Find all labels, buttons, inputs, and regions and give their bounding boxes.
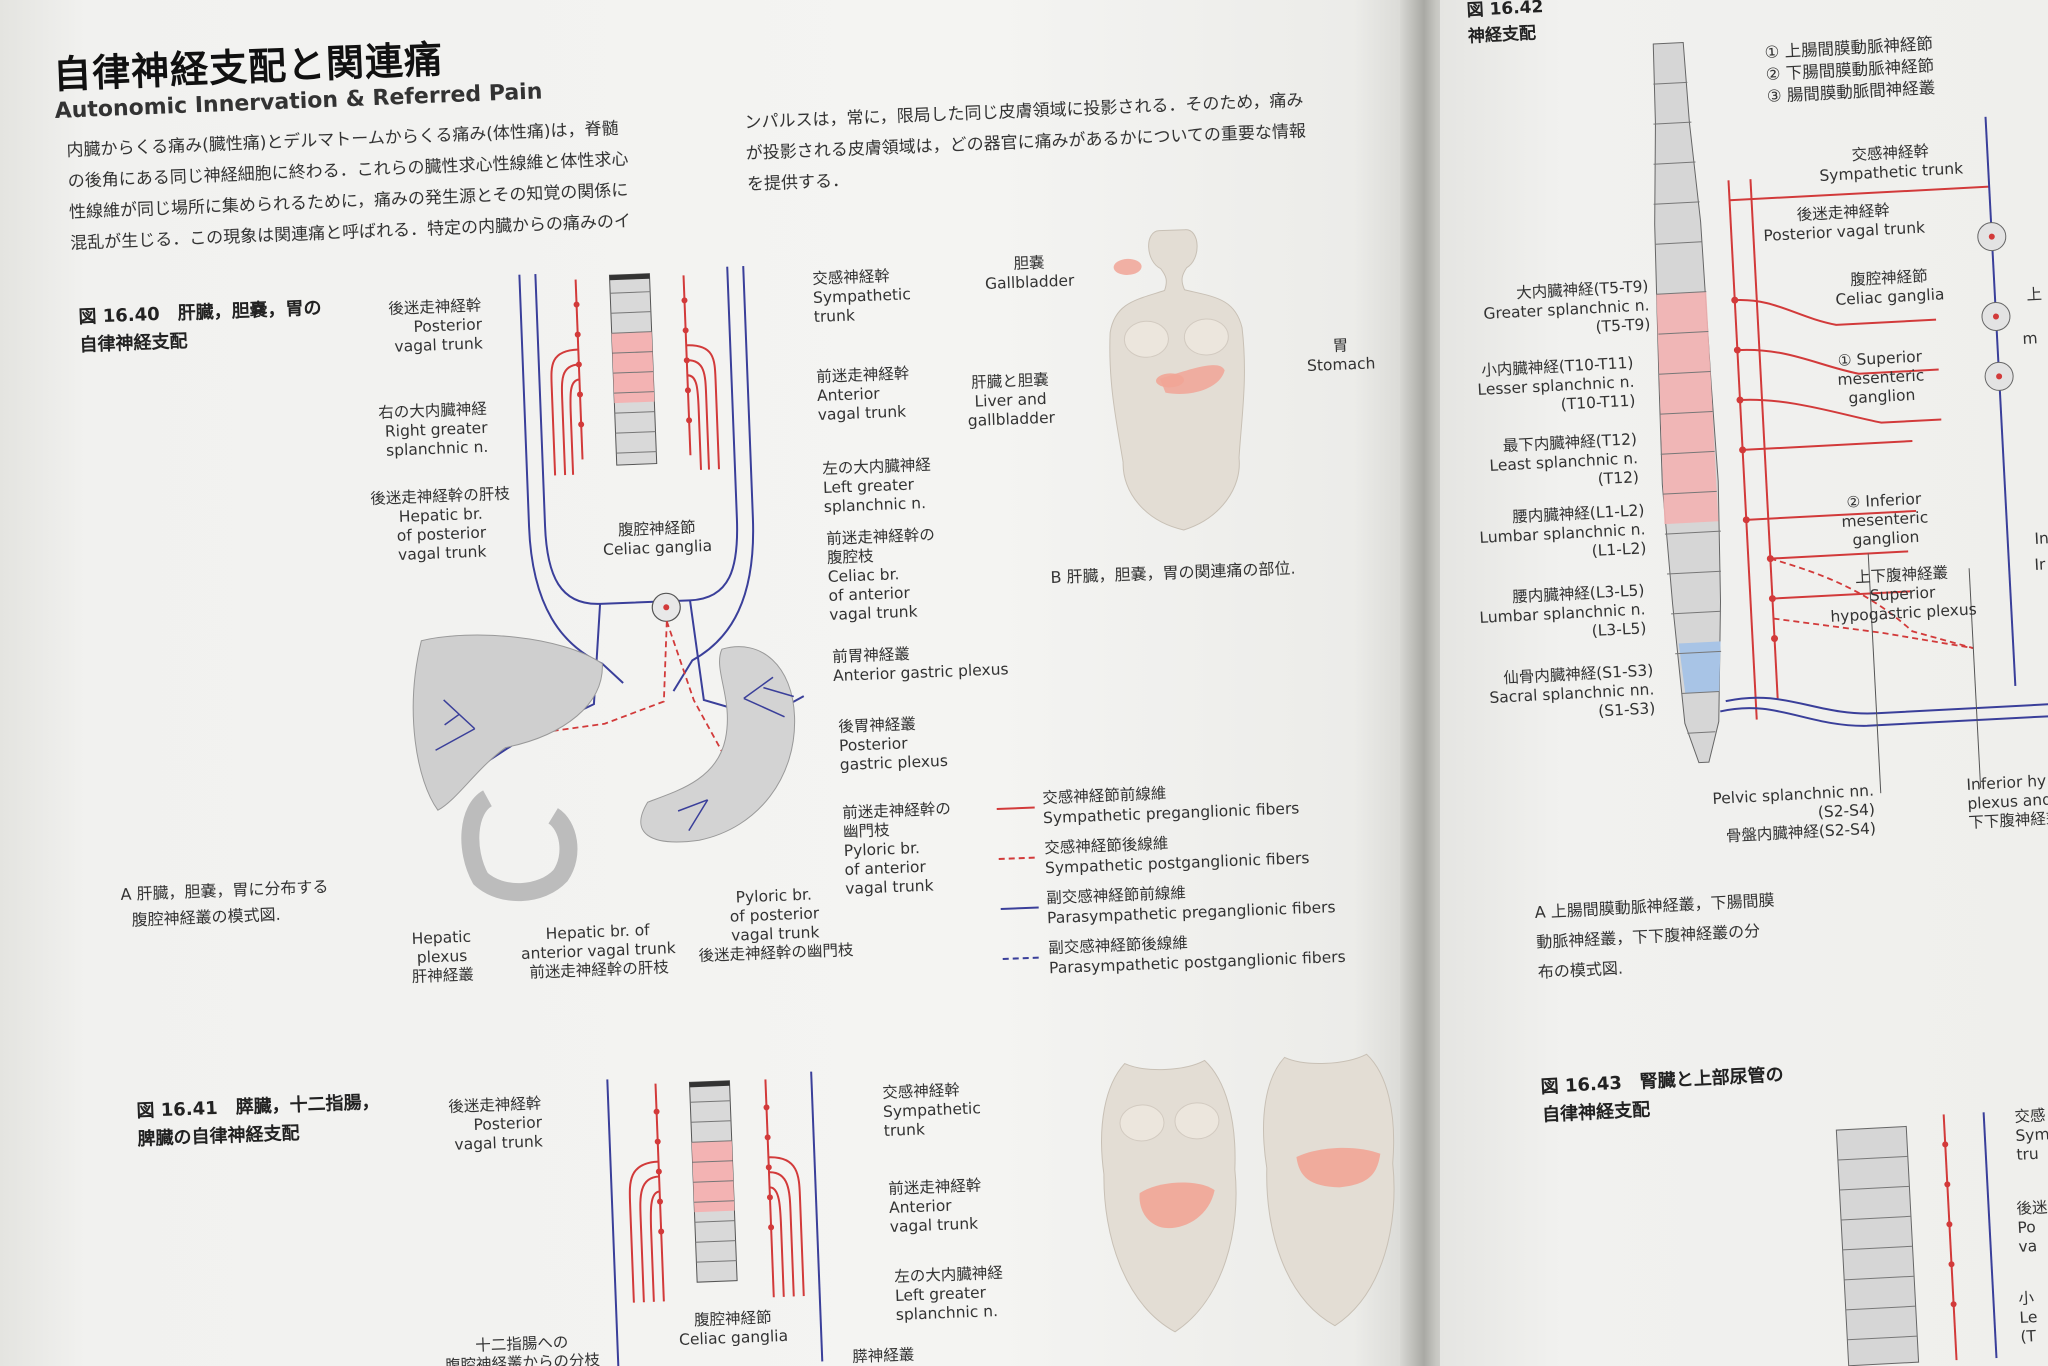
fig-16-40-diagram xyxy=(412,266,805,902)
fig-16-42-diagram xyxy=(1652,41,2048,794)
right-page: 図 16.42 神経支配 ① 上腸間膜動脈神経節 ② 下腸間膜動脈神経節 ③ 腸… xyxy=(1440,0,2048,1366)
label-43-lesser: 小 Le (T xyxy=(2018,1289,2038,1346)
left-page: 自律神経支配と関連痛 Autonomic Innervation & Refer… xyxy=(0,0,1410,1366)
fig-16-41-diagram xyxy=(606,1071,824,1366)
label-43-post: 後迷 Po va xyxy=(2016,1198,2048,1256)
spinal-column xyxy=(608,273,658,466)
fig-16-41-body-figures xyxy=(1101,1053,1395,1333)
fig-16-40-body-figure xyxy=(1109,229,1245,531)
fig-16-43-diagram xyxy=(1835,1112,1998,1366)
label-43-symp: 交感 Sym tru xyxy=(2014,1106,2048,1164)
